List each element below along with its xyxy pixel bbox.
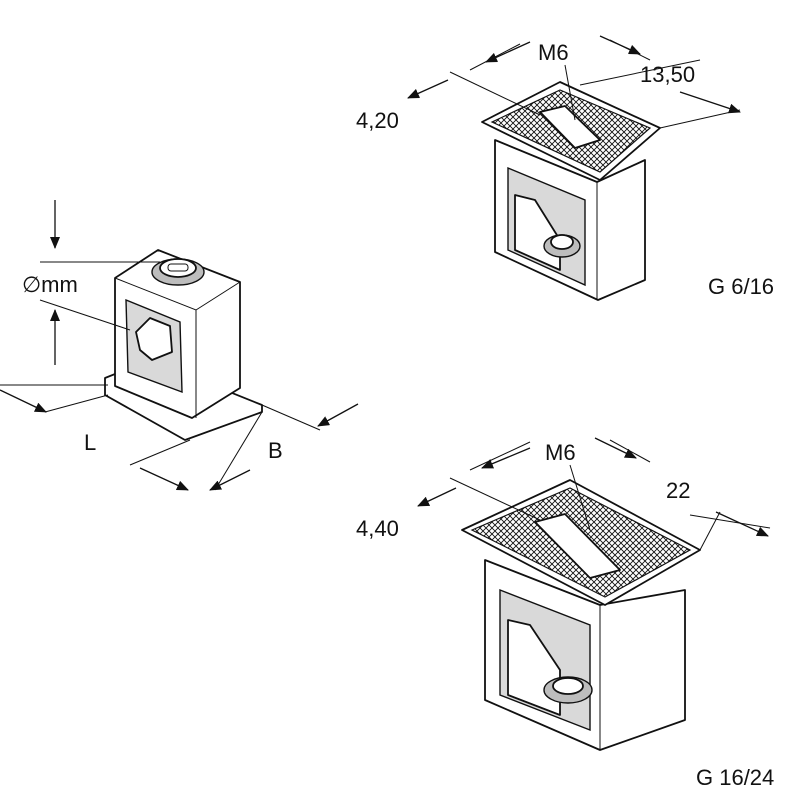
dimension-width (129, 403, 359, 491)
dimension-diameter (39, 200, 160, 365)
thread-label-g1624: M6 (545, 440, 576, 465)
dimension-depth-g1624 (417, 477, 541, 521)
thread-label-g616: M6 (538, 40, 569, 65)
width-label: B (268, 438, 283, 463)
dimension-depth-g616 (407, 71, 541, 116)
dimension-width-g616 (579, 59, 741, 129)
diameter-label: ∅mm (22, 272, 78, 297)
model-label-g616: G 6/16 (708, 274, 774, 299)
width-label-g1624: 22 (666, 478, 690, 503)
dimension-width-g1624 (689, 511, 771, 551)
clamp-g616 (481, 81, 661, 301)
model-label-g1624: G 16/24 (696, 765, 774, 790)
length-label: L (84, 430, 96, 455)
depth-label-g616: 4,20 (356, 108, 399, 133)
dimension-length (0, 384, 109, 413)
width-label-g616: 13,50 (640, 62, 695, 87)
clamp-g1624 (461, 479, 701, 751)
clamp-small (104, 249, 263, 441)
dimension-m6-g1624 (469, 437, 651, 531)
dimension-m6-g616 (469, 35, 651, 121)
depth-label-g1624: 4,40 (356, 516, 399, 541)
